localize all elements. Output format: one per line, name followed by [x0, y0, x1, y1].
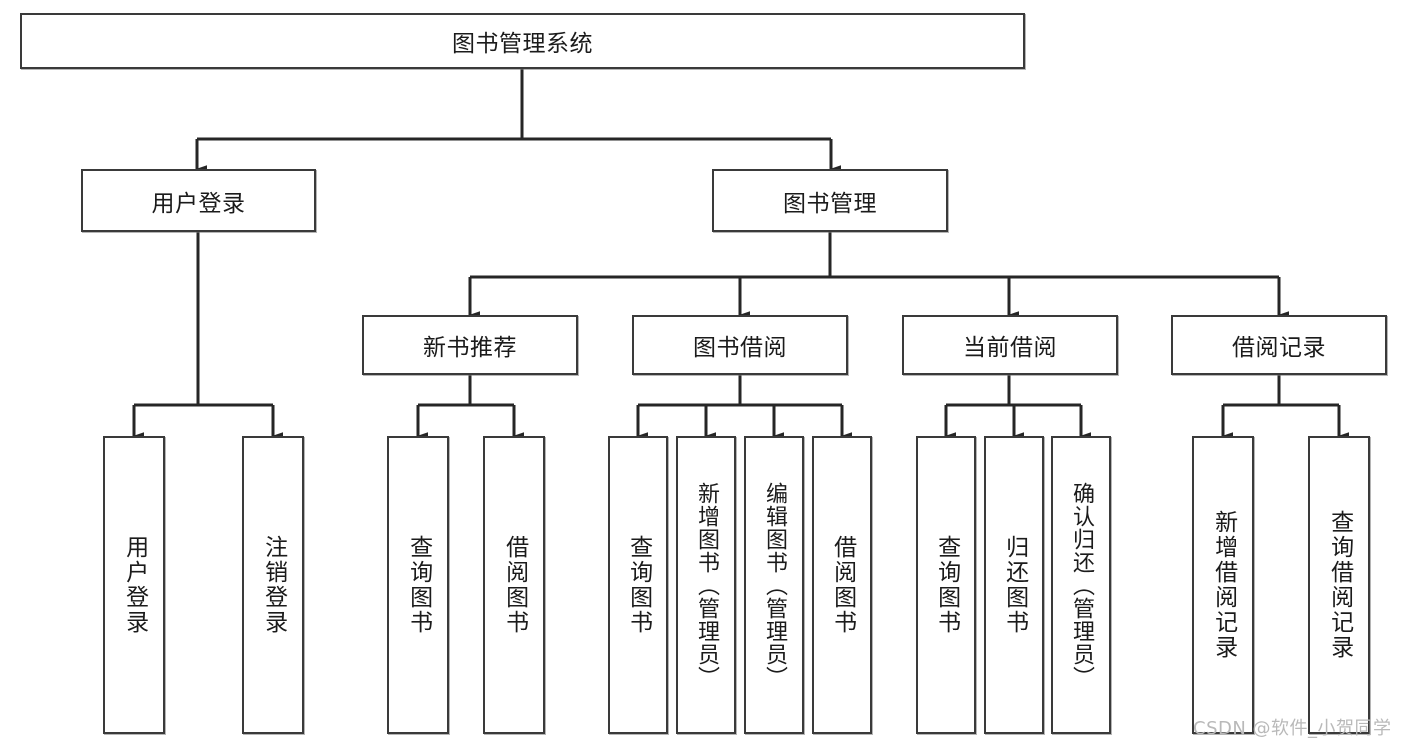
node-label-borrow-record: 借阅记录 — [1232, 335, 1326, 361]
node-leaf-query-borrow-record[interactable]: 查询借阅记录 — [1308, 436, 1370, 734]
watermark-text: CSDN @软件_小贺同学 — [1193, 718, 1392, 739]
node-label-leaf-add-borrow-record: 新增借阅记录 — [1210, 510, 1237, 660]
node-label-leaf-user-login: 用户登录 — [121, 535, 148, 635]
node-leaf-return-book[interactable]: 归还图书 — [984, 436, 1044, 734]
node-book-management[interactable]: 图书管理 — [712, 169, 948, 232]
node-leaf-add-book-admin[interactable]: 新增图书（管理员） — [676, 436, 736, 734]
node-root[interactable]: 图书管理系统 — [20, 13, 1025, 69]
node-leaf-query-book-current[interactable]: 查询图书 — [916, 436, 976, 734]
node-label-root: 图书管理系统 — [452, 31, 593, 57]
node-label-leaf-borrow-book-rec: 借阅图书 — [501, 535, 528, 635]
node-label-book-management: 图书管理 — [783, 190, 877, 217]
node-user-login[interactable]: 用户登录 — [81, 169, 316, 232]
node-borrow-record[interactable]: 借阅记录 — [1171, 315, 1387, 375]
node-label-leaf-edit-book-admin: 编辑图书（管理员） — [761, 481, 787, 689]
node-label-leaf-return-book: 归还图书 — [1001, 535, 1028, 635]
node-label-leaf-query-book-borrow: 查询图书 — [625, 535, 652, 635]
node-label-book-borrow: 图书借阅 — [693, 335, 787, 361]
node-label-leaf-borrow-book: 借阅图书 — [829, 535, 856, 635]
node-label-leaf-query-book-rec: 查询图书 — [405, 535, 432, 635]
node-leaf-user-login[interactable]: 用户登录 — [103, 436, 165, 734]
node-book-borrow[interactable]: 图书借阅 — [632, 315, 848, 375]
node-leaf-borrow-book[interactable]: 借阅图书 — [812, 436, 872, 734]
node-leaf-add-borrow-record[interactable]: 新增借阅记录 — [1192, 436, 1254, 734]
node-label-new-book-recommend: 新书推荐 — [423, 335, 517, 361]
node-leaf-query-book-borrow[interactable]: 查询图书 — [608, 436, 668, 734]
node-label-leaf-add-book-admin: 新增图书（管理员） — [693, 481, 719, 689]
node-label-current-borrow: 当前借阅 — [963, 335, 1057, 361]
connector-paths — [132, 69, 1349, 440]
node-current-borrow[interactable]: 当前借阅 — [902, 315, 1118, 375]
node-leaf-confirm-return-admin[interactable]: 确认归还（管理员） — [1051, 436, 1111, 734]
node-label-user-login: 用户登录 — [151, 190, 246, 217]
node-label-leaf-confirm-return-admin: 确认归还（管理员） — [1068, 481, 1094, 689]
node-leaf-user-logout[interactable]: 注销登录 — [242, 436, 304, 734]
node-label-leaf-user-logout: 注销登录 — [260, 535, 287, 635]
node-label-leaf-query-borrow-record: 查询借阅记录 — [1326, 510, 1353, 660]
node-label-leaf-query-book-current: 查询图书 — [933, 535, 960, 635]
node-leaf-borrow-book-rec[interactable]: 借阅图书 — [483, 436, 545, 734]
node-new-book-recommend[interactable]: 新书推荐 — [362, 315, 578, 375]
node-leaf-query-book-rec[interactable]: 查询图书 — [387, 436, 449, 734]
node-leaf-edit-book-admin[interactable]: 编辑图书（管理员） — [744, 436, 804, 734]
